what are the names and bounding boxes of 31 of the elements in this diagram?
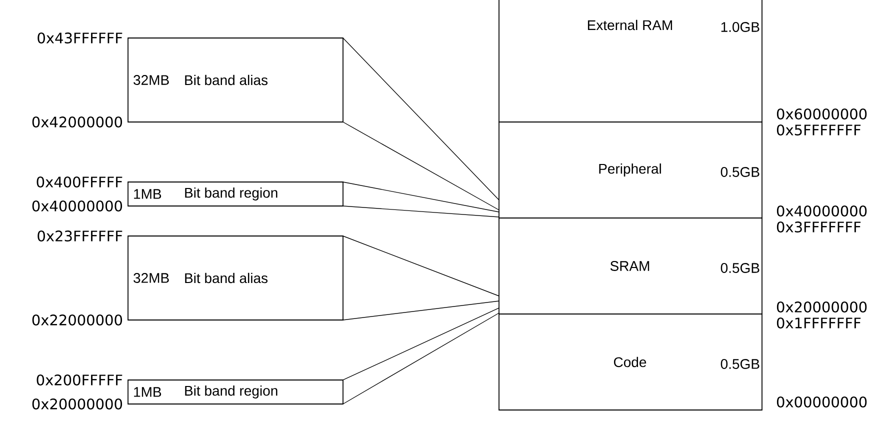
address-label: 0x200FFFFF	[36, 374, 122, 386]
bit-band-box: 32MB Bit band alias	[128, 38, 344, 122]
address-label: 0x60000000	[776, 108, 867, 120]
address-label: 0x22000000	[32, 314, 122, 326]
memory-region-box: Peripheral 0.5GB	[498, 122, 762, 218]
connector-line	[342, 312, 500, 404]
address-label: 0x43FFFFFF	[38, 32, 122, 44]
address-label: 0x23FFFFFF	[38, 230, 122, 242]
memory-region-box: External RAM 1.0GB	[498, 0, 762, 122]
connector-line	[342, 308, 500, 380]
address-label: 0x42000000	[32, 116, 122, 128]
address-label: 0x1FFFFFFF	[776, 318, 861, 328]
connector-line	[342, 236, 500, 296]
bit-band-box: 32MB Bit band alias	[128, 236, 344, 320]
connector-line	[342, 300, 500, 320]
connector-line	[342, 38, 500, 200]
memory-region-box: SRAM 0.5GB	[498, 218, 762, 314]
address-label: 0x20000000	[776, 302, 867, 312]
bit-band-box: 1MB Bit band region	[128, 182, 344, 206]
address-label: 0x400FFFFF	[36, 176, 122, 188]
connector-line	[342, 122, 500, 210]
address-label: 0x3FFFFFFF	[776, 222, 861, 232]
address-label: 0x00000000	[776, 396, 867, 408]
connector-line	[342, 182, 500, 212]
address-label: 0x5FFFFFFF	[776, 124, 861, 136]
memory-region-box: Code 0.5GB	[498, 314, 762, 410]
address-label: 0x40000000	[32, 200, 122, 212]
connector-line	[342, 206, 500, 218]
address-label: 0x20000000	[32, 398, 122, 410]
bit-band-box: 1MB Bit band region	[128, 380, 344, 404]
address-label: 0x40000000	[776, 206, 867, 216]
